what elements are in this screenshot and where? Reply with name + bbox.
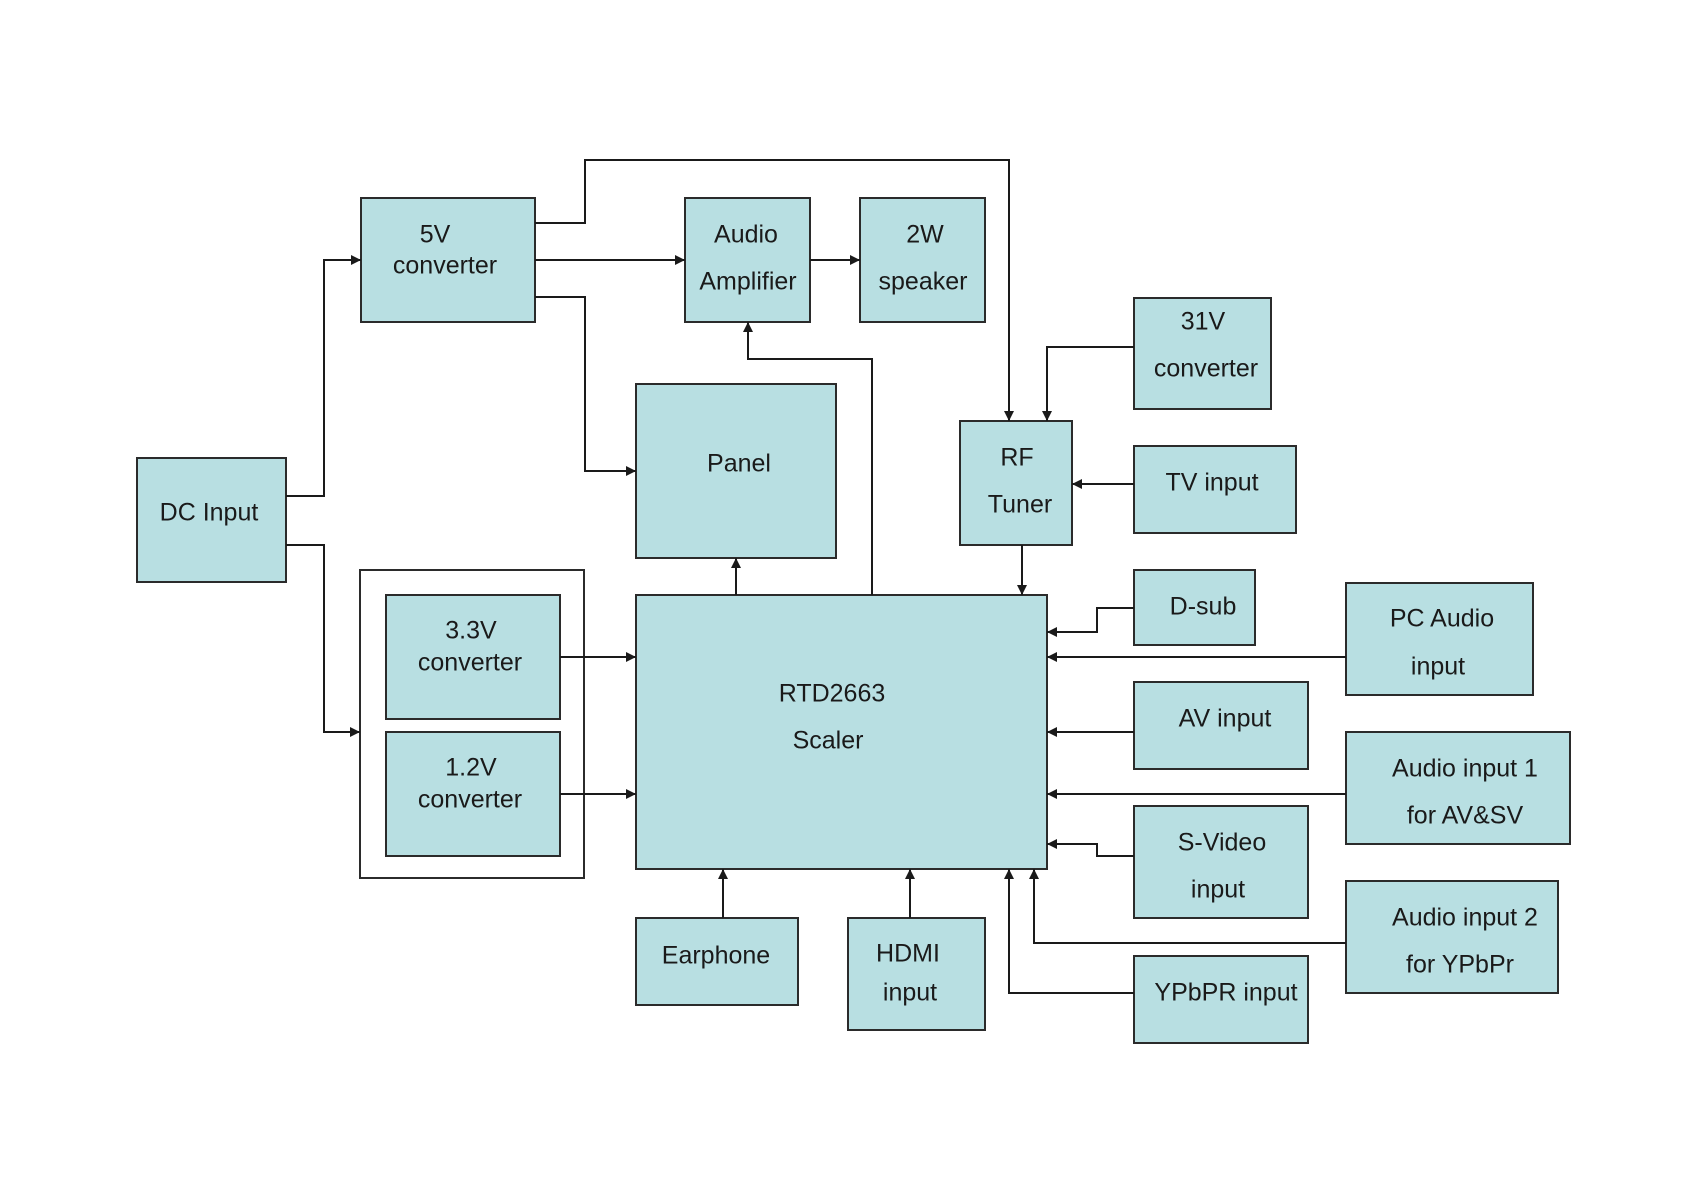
block-label: input: [1191, 876, 1245, 904]
block-label: Earphone: [662, 942, 770, 970]
wire-ypbpr-to-scaler: [1009, 869, 1134, 993]
wire-31v-to-rf-tuner: [1047, 347, 1134, 421]
block-label: RTD2663: [779, 680, 886, 708]
block-label: RF: [1000, 444, 1033, 472]
block-hdmi-input: HDMI input: [848, 918, 985, 1030]
block-label: YPbPR input: [1154, 979, 1297, 1007]
block-ypbpr-input: YPbPR input: [1134, 956, 1308, 1043]
block-label: Audio: [714, 221, 778, 249]
block-earphone: Earphone: [636, 918, 798, 1005]
block-audio-input-1: Audio input 1 for AV&SV: [1346, 732, 1570, 844]
block-panel: Panel: [636, 384, 836, 558]
block-label: input: [1411, 653, 1465, 681]
block-av-input: AV input: [1134, 682, 1308, 769]
block-label: input: [883, 979, 937, 1007]
wire-d-sub-to-scaler: [1047, 608, 1134, 632]
block-label: converter: [418, 649, 522, 677]
wire-dc-to-5v: [286, 260, 361, 496]
block-label: speaker: [879, 268, 968, 296]
block-rtd2663-scaler: RTD2663 Scaler: [636, 595, 1047, 869]
block-label: AV input: [1179, 705, 1272, 733]
block-31v-converter: 31V converter: [1134, 298, 1271, 409]
block-label: for YPbPr: [1406, 951, 1514, 979]
block-label: DC Input: [160, 499, 259, 527]
block-label: 1.2V: [445, 754, 497, 782]
block-rf-tuner: RF Tuner: [960, 421, 1072, 545]
block-label: Scaler: [793, 727, 864, 755]
block-pc-audio-input: PC Audio input: [1346, 583, 1533, 695]
wire-dc-to-converter-group: [286, 545, 360, 732]
block-label: TV input: [1165, 469, 1258, 497]
block-label: Panel: [707, 450, 771, 478]
block-label: 31V: [1181, 308, 1226, 336]
block-audio-input-2: Audio input 2 for YPbPr: [1346, 881, 1558, 993]
block-label: S-Video: [1178, 829, 1267, 857]
block-label: 2W: [906, 221, 944, 249]
block-label: 3.3V: [445, 617, 497, 645]
block-3-3v-converter: 3.3V converter: [386, 595, 560, 719]
block-label: Amplifier: [699, 268, 796, 296]
block-s-video-input: S-Video input: [1134, 806, 1308, 918]
wire-s-video-to-scaler: [1047, 844, 1134, 856]
block-label: converter: [1154, 355, 1258, 383]
block-1-2v-converter: 1.2V converter: [386, 732, 560, 856]
block-label: converter: [393, 252, 497, 280]
block-label: D-sub: [1170, 593, 1237, 621]
wire-5v-to-panel: [535, 297, 636, 471]
block-label: 5V: [420, 221, 451, 249]
block-5v-converter: 5V converter: [361, 198, 535, 322]
block-2w-speaker: 2W speaker: [860, 198, 985, 322]
block-label: HDMI: [876, 940, 940, 968]
block-label: Audio input 2: [1392, 904, 1538, 932]
block-dc-input: DC Input: [137, 458, 286, 582]
block-label: PC Audio: [1390, 605, 1494, 633]
block-label: for AV&SV: [1407, 802, 1524, 830]
block-d-sub: D-sub: [1134, 570, 1255, 645]
block-tv-input: TV input: [1134, 446, 1296, 533]
block-label: Tuner: [988, 491, 1052, 519]
block-label: Audio input 1: [1392, 755, 1538, 783]
block-audio-amplifier: Audio Amplifier: [685, 198, 810, 322]
block-label: converter: [418, 786, 522, 814]
